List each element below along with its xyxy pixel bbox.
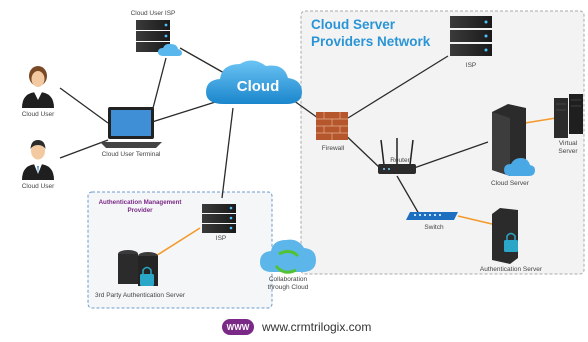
auth-provider-title-line-2: Provider (127, 207, 153, 214)
firewall-icon (316, 112, 348, 140)
virtual-server-label: Virtual Server (558, 140, 577, 156)
cloud-server-label: Cloud Server (491, 180, 529, 187)
router-icon (378, 138, 416, 174)
firewall-label: Firewall (321, 145, 345, 152)
router-label: Router (390, 157, 410, 164)
auth-provider-title: Authentication Management Provider (99, 199, 182, 215)
third-party-server-icon (118, 250, 158, 286)
virtual-server-icon (554, 94, 583, 138)
user-icon-male (22, 140, 54, 180)
collaboration-label: Collaboration through Cloud (268, 276, 309, 292)
cloud-icon (206, 60, 302, 104)
network-title-line-2: Providers Network (311, 34, 431, 49)
network-title-line-1: Cloud Server (311, 17, 396, 32)
server-icon-isp-top (450, 16, 492, 56)
virtual-server-label-line-1: Virtual (558, 140, 578, 147)
collaboration-label-line-2: through Cloud (267, 284, 309, 291)
server-icon-cloud-user-isp (136, 20, 182, 56)
server-icon-isp-auth (202, 204, 236, 233)
www-badge-icon: WWW (222, 319, 254, 335)
footer: WWW www.crmtrilogix.com (222, 318, 371, 336)
cloud-user-isp-label: Cloud User ISP (130, 10, 176, 17)
cloud-label: Cloud (236, 78, 280, 95)
provider-network-box (300, 10, 585, 275)
network-title: Cloud Server Providers Network (311, 16, 430, 50)
cloud-server-icon (492, 104, 535, 176)
auth-provider-title-line-1: Authentication Management (98, 199, 182, 206)
isp-auth-label: ISP (215, 235, 227, 242)
switch-label: Switch (424, 224, 444, 231)
terminal-label: Cloud User Terminal (101, 151, 161, 158)
laptop-icon (100, 107, 162, 148)
virtual-server-label-line-2: Server (558, 148, 578, 155)
collaboration-label-line-1: Collaboration (268, 276, 308, 283)
cloud-user-label-2: Cloud User (21, 183, 55, 190)
isp-top-label: ISP (465, 62, 477, 69)
third-party-server-label: 3rd Party Authentication Server (95, 292, 185, 299)
authentication-server-label: Authentication Server (479, 266, 543, 273)
website-link[interactable]: www.crmtrilogix.com (262, 320, 372, 334)
switch-icon (406, 212, 458, 220)
authentication-server-icon (492, 208, 518, 264)
collaboration-cloud-icon (260, 239, 316, 274)
cloud-user-label-1: Cloud User (21, 111, 55, 118)
user-icon-female (22, 66, 54, 108)
